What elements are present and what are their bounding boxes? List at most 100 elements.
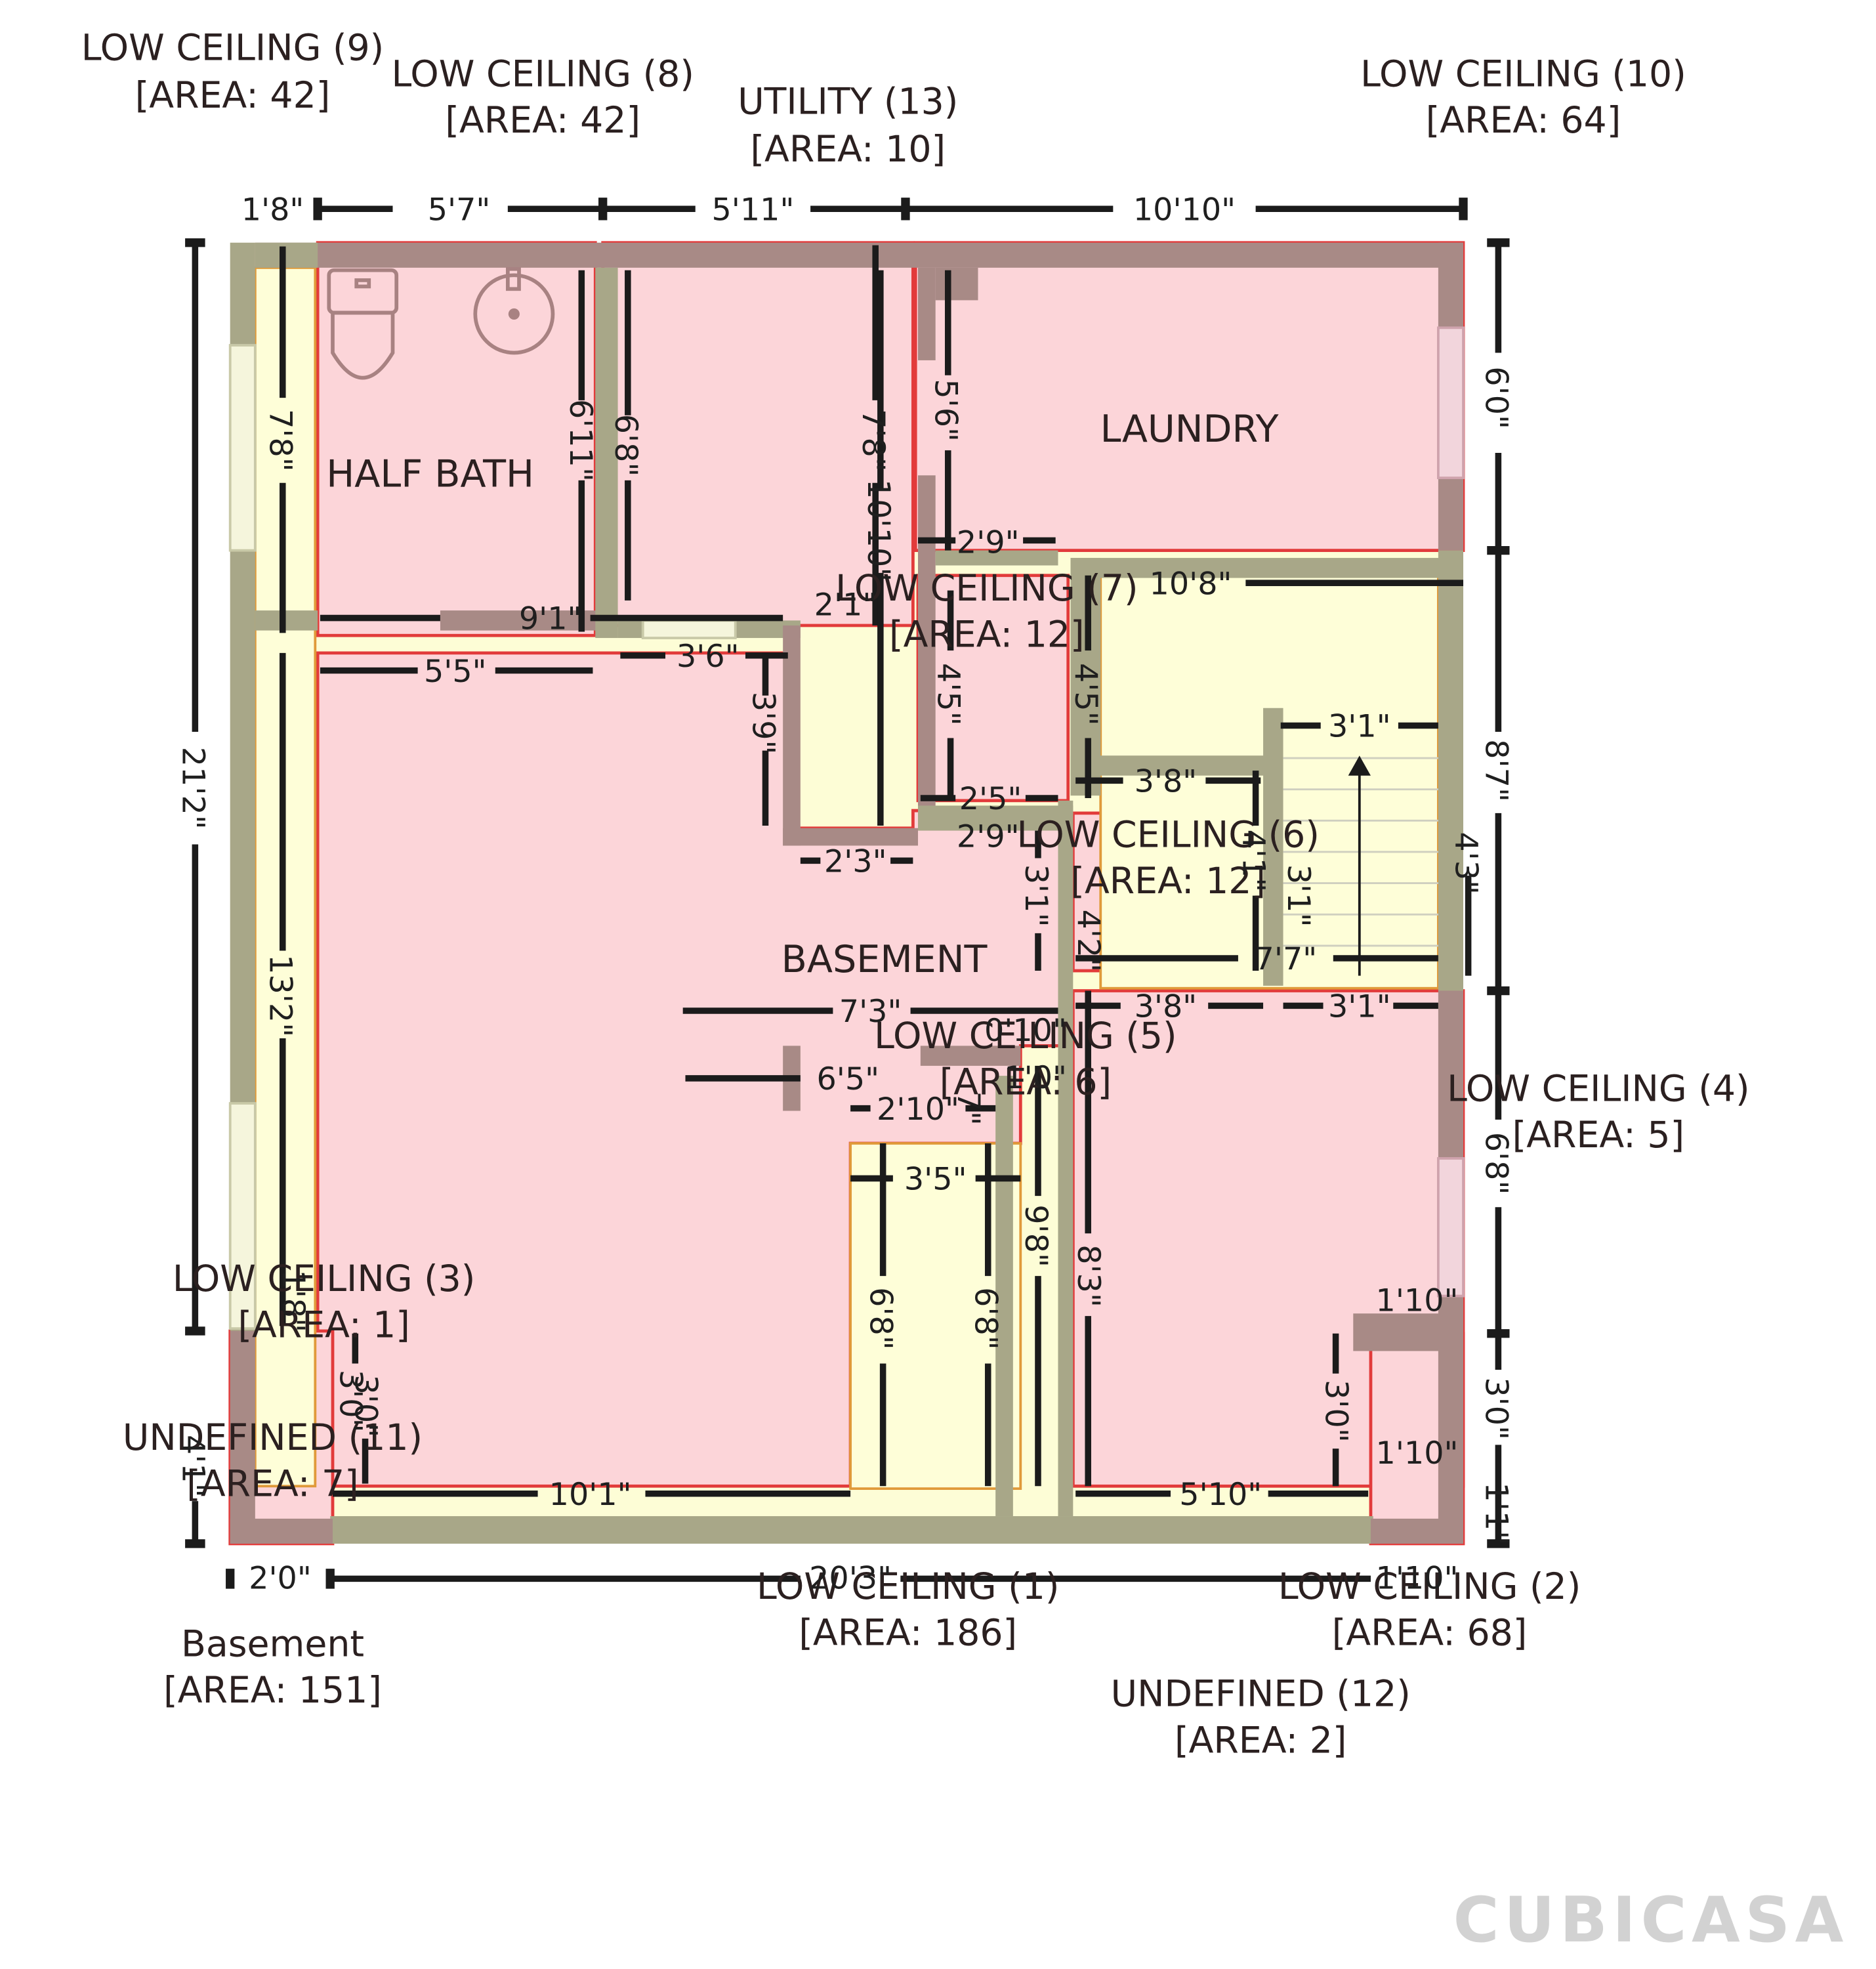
- dim-label: 5'11": [711, 192, 794, 228]
- area-label-value: [AREA: 68]: [1332, 1612, 1528, 1654]
- area-label-value: [AREA: 64]: [1426, 100, 1621, 142]
- windows: [228, 326, 1465, 1330]
- dim-label: 6'8": [863, 1287, 899, 1350]
- dim-label: 8'7": [1478, 739, 1514, 802]
- area-label-undefined-12: UNDEFINED (12) [AREA: 2]: [1111, 1674, 1411, 1762]
- wall-left-bottom: [230, 1330, 255, 1544]
- wall-stair-rail: [1263, 708, 1283, 986]
- dim-label: 6'11": [562, 399, 598, 482]
- wall-laundry-left-2: [918, 475, 936, 816]
- area-label-low-ceiling-5: LOW CEILING (5) [AREA: 6]: [874, 1015, 1177, 1104]
- area-label-low-ceiling-9: LOW CEILING (9) [AREA: 42]: [81, 27, 384, 116]
- dim-label: 5'7": [428, 192, 491, 228]
- laundry-room: [913, 241, 1465, 553]
- dim-label: 7'7": [1255, 941, 1318, 977]
- area-label-low-ceiling-10: LOW CEILING (10) [AREA: 64]: [1360, 54, 1686, 142]
- dim-label: 4'1": [1236, 830, 1272, 893]
- dim-label: 2'9": [957, 524, 1020, 561]
- area-label-name: LOW CEILING (5): [874, 1015, 1177, 1057]
- area-label-low-ceiling-1: LOW CEILING (1) [AREA: 186]: [757, 1566, 1059, 1655]
- dim-label: 21'2": [175, 747, 211, 830]
- wall-mid-h: [918, 805, 1073, 831]
- fixtures: [327, 266, 1438, 976]
- area-label-name: LOW CEILING (7): [835, 568, 1138, 610]
- area-label-value: [AREA: 2]: [1175, 1720, 1346, 1762]
- area-label-undefined-11: UNDEFINED (11) [AREA: 7]: [123, 1417, 423, 1506]
- wall-closet-left: [783, 625, 801, 846]
- wall-lower-right-stub: [1353, 1313, 1464, 1351]
- area-label-name: LOW CEILING (3): [173, 1258, 475, 1300]
- dim-label: 3'9": [745, 692, 781, 755]
- walls: [230, 242, 1464, 1544]
- dim-label: 4'3": [1448, 832, 1484, 895]
- dim-label: 7": [950, 1091, 986, 1126]
- window-left-upper: [228, 344, 257, 552]
- half-bath-label: HALF BATH: [326, 452, 534, 496]
- area-label-value: [AREA: 1]: [238, 1304, 409, 1346]
- wall-hall-right: [995, 1076, 1013, 1517]
- dim-label: 9'8": [1018, 1204, 1054, 1267]
- dim-label: 3'1": [1280, 864, 1316, 927]
- dim-label: 5'10": [1179, 1477, 1262, 1513]
- dim-label: 6'0": [1478, 366, 1514, 429]
- area-label-name: LOW CEILING (6): [1016, 814, 1319, 856]
- wall-laundry-left: [918, 267, 936, 360]
- area-label-value: [AREA: 12]: [1070, 860, 1266, 902]
- wall-bath-right: [595, 267, 618, 639]
- wall-bottom: [330, 1516, 1373, 1544]
- dim-label: 3'0": [1478, 1377, 1514, 1440]
- dim-label: 3'1": [1328, 989, 1391, 1025]
- dim-label: 2'0": [249, 1561, 312, 1597]
- dim-label: 10'10": [860, 479, 896, 582]
- dim-label: 3'5": [904, 1162, 967, 1198]
- area-label-name: Basement: [181, 1624, 364, 1666]
- area-label-value: [AREA: 6]: [940, 1062, 1112, 1104]
- dim-label: 6'8": [608, 414, 644, 477]
- dim-label: 1'10": [1376, 1435, 1459, 1471]
- area-label-name: LOW CEILING (1): [757, 1566, 1059, 1608]
- area-label-name: LOW CEILING (2): [1278, 1566, 1581, 1608]
- area-label-name: UNDEFINED (11): [123, 1417, 423, 1459]
- wall-bath-bottom-2: [440, 610, 603, 631]
- dim-label: 6'8": [1478, 1132, 1514, 1195]
- area-label-name: LOW CEILING (4): [1447, 1068, 1749, 1110]
- dim-label: 3'6": [677, 639, 740, 675]
- basement-label: BASEMENT: [782, 938, 988, 981]
- dim-label: 1'8": [275, 1269, 311, 1332]
- stairs-direction-arrow-icon: [1348, 755, 1371, 976]
- area-label-value: [AREA: 151]: [163, 1670, 382, 1712]
- dim-label: 4'5": [930, 663, 967, 726]
- dim-label: 6'8": [968, 1287, 1004, 1350]
- dim-label: 1'1": [1478, 1482, 1514, 1545]
- dim-label: 2'5": [959, 781, 1022, 817]
- area-label-low-ceiling-6: LOW CEILING (6) [AREA: 12]: [1016, 814, 1319, 902]
- area-label-low-ceiling-4: LOW CEILING (4) [AREA: 5]: [1447, 1068, 1749, 1156]
- window-right-lower: [1436, 1157, 1465, 1298]
- area-label-utility-13: UTILITY (13) [AREA: 10]: [738, 81, 958, 170]
- dim-label: 3'0": [1318, 1380, 1354, 1443]
- area-label-low-ceiling-7: LOW CEILING (7) [AREA: 12]: [835, 568, 1138, 656]
- wall-stair-inner-h: [1070, 755, 1266, 776]
- dim-label: 5'6": [928, 379, 964, 442]
- dim-label: 2'10": [877, 1091, 959, 1128]
- sink-icon: [473, 266, 555, 355]
- cubicasa-logo: CUBICASA: [1453, 1884, 1848, 1957]
- wall-bottom-left: [230, 1518, 333, 1544]
- wall-top: [255, 242, 1464, 268]
- dim-label: 7'8": [855, 409, 891, 472]
- area-label-low-ceiling-2: LOW CEILING (2) [AREA: 68]: [1278, 1566, 1581, 1655]
- area-label-name: UTILITY (13): [738, 81, 958, 123]
- area-label-low-ceiling-8: LOW CEILING (8) [AREA: 42]: [391, 54, 694, 142]
- area-label-basement: Basement [AREA: 151]: [163, 1624, 382, 1712]
- area-label-value: [AREA: 12]: [889, 614, 1085, 656]
- dim-label: 1'0": [1004, 1060, 1067, 1096]
- dim-label: 3'1": [1018, 864, 1054, 927]
- dim-label: 4'1": [175, 1435, 211, 1498]
- wall-stair-top: [1070, 558, 1464, 578]
- wall-bath-bottom: [255, 610, 318, 631]
- dim-label: 2'1": [814, 587, 877, 624]
- dim-label: 1'10": [1376, 1282, 1459, 1319]
- wall-right-mid: [1438, 550, 1464, 991]
- area-label-low-ceiling-3: LOW CEILING (3) [AREA: 1]: [173, 1258, 475, 1347]
- dim-label: 20'3": [809, 1561, 892, 1597]
